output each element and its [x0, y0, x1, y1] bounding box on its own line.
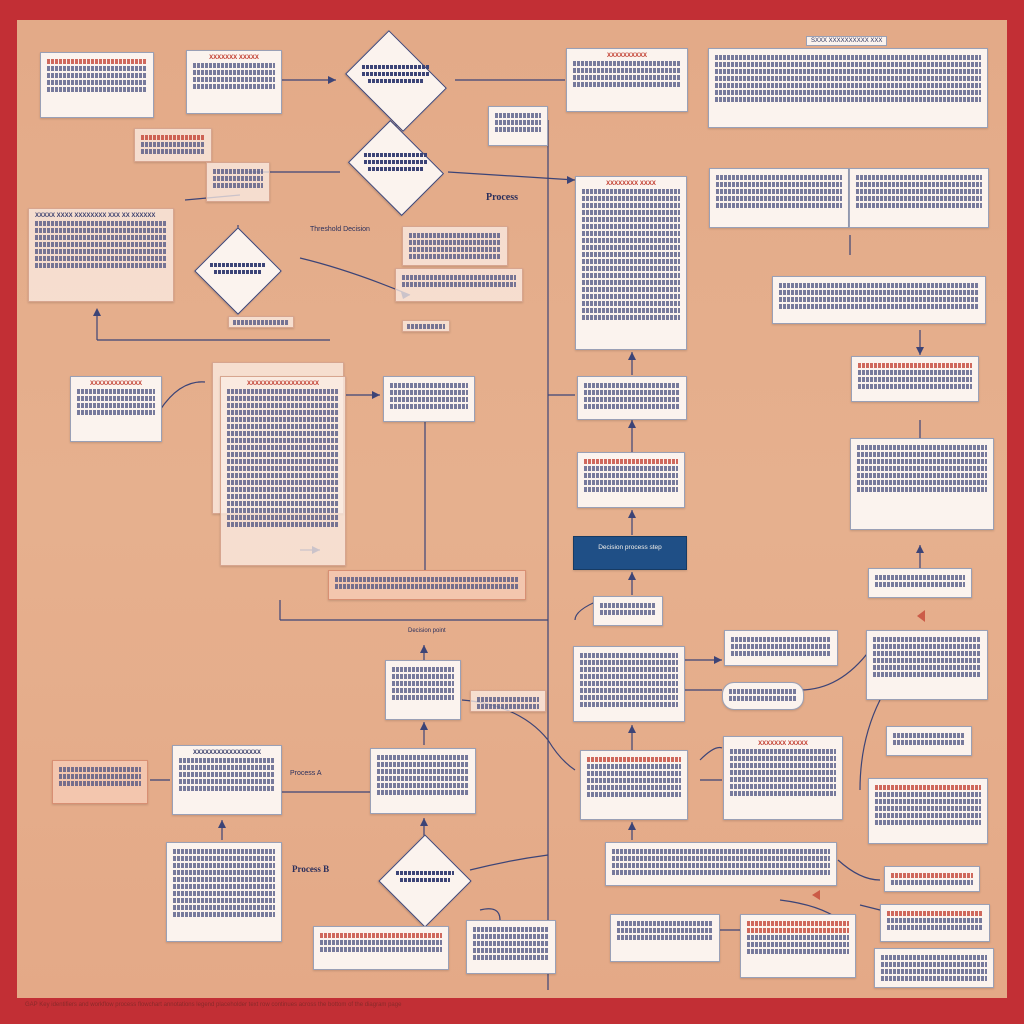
lower-note-box [470, 690, 546, 712]
bottom-wide-box [313, 926, 449, 970]
center-step-2 [577, 452, 685, 508]
right-box-5 [868, 568, 972, 598]
note-box-4 [228, 316, 294, 328]
label-process: Process [486, 192, 519, 203]
right-box-12 [880, 904, 990, 942]
small-box-center [488, 106, 548, 146]
lower-left-box: XXXXXXXXXXXXXXXXX [172, 745, 282, 815]
highlighted-step: Decision process step [573, 536, 687, 570]
step-box-2: XXXXXXXXXX [566, 48, 688, 112]
right-box-9: XXXXXXX XXXXX [723, 736, 843, 820]
note-box-1 [134, 128, 212, 162]
decision-label-3 [210, 260, 266, 277]
bottom-left-box [166, 842, 282, 942]
lower-left-peach-box [52, 760, 148, 804]
center-step-4 [580, 750, 688, 820]
bottom-center-box [610, 914, 720, 962]
right-box-4 [850, 438, 994, 530]
bottom-right-center-box [740, 914, 856, 978]
ghost-box-1 [206, 162, 270, 202]
stack-box-front: XXXXXXXXXXXXXXXXXX [220, 376, 346, 566]
hexagon-box [722, 682, 804, 710]
center-small-card [593, 596, 663, 626]
right-box-11 [884, 866, 980, 892]
label-process-b: Process A [290, 770, 322, 777]
lower-center-box [385, 660, 461, 720]
right-box-13 [874, 948, 994, 988]
right-pair-box-b [849, 168, 989, 228]
note-box-5 [402, 320, 450, 332]
top-right-header: SXXX XXXXXXXXXX XXX [806, 36, 888, 46]
right-wide-box-2 [772, 276, 986, 324]
decision-label-1 [362, 62, 430, 86]
decision-label-2 [364, 150, 428, 174]
right-box-6 [724, 630, 838, 666]
step-box-1: XXXXXXX XXXXX [186, 50, 282, 114]
wide-box-top-right [708, 48, 988, 128]
right-box-10 [868, 778, 988, 844]
start-box [40, 52, 154, 118]
left-box-mid: XXXXXXXXXXXXX [70, 376, 162, 442]
process-column-box: XXXXXXXX XXXX [575, 176, 687, 350]
right-pair-box-a [709, 168, 849, 228]
wide-lower-box [605, 842, 837, 886]
note-box-3 [395, 268, 523, 302]
label-decision-point: Decision point [408, 628, 446, 634]
bottom-mid-box [466, 920, 556, 974]
center-step-3 [573, 646, 685, 722]
lower-center-box-2 [370, 748, 476, 814]
label-threshold: Threshold Decision [310, 226, 370, 233]
footer-legend: GAP Key identifiers and workflow process… [25, 1002, 402, 1008]
note-box-2 [402, 226, 508, 266]
center-box-mid [383, 376, 475, 422]
right-box-3 [851, 356, 979, 402]
right-box-7 [866, 630, 988, 700]
wide-peach-box [328, 570, 526, 600]
decision-label-4 [396, 868, 454, 885]
left-info-box: XXXXX XXXX XXXXXXXX XXX XX XXXXXX [28, 208, 174, 302]
right-box-8 [886, 726, 972, 756]
label-process-b-lower: Process B [292, 864, 330, 874]
center-step-1 [577, 376, 687, 420]
